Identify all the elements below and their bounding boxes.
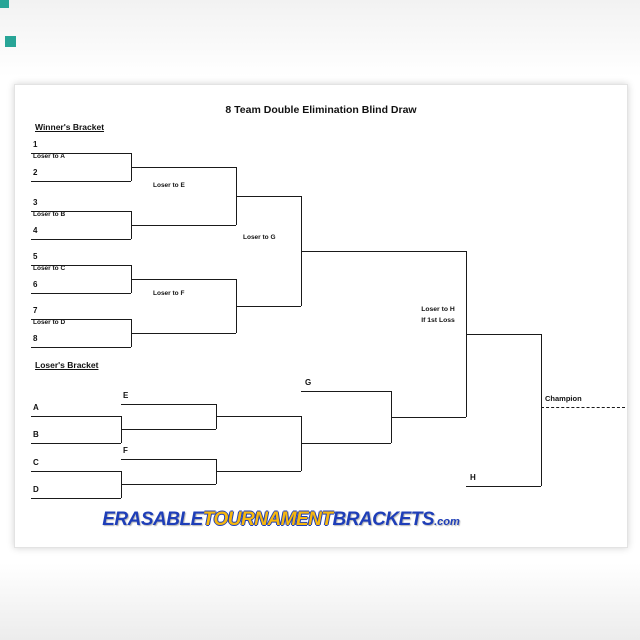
- loser-to-c-note: Loser to C: [33, 265, 66, 272]
- bracket-line: [31, 293, 131, 294]
- bracket-line: [31, 416, 121, 417]
- logo-com-text: .com: [434, 516, 460, 528]
- scan-artifact: [0, 0, 9, 8]
- scan-artifact: [5, 36, 16, 47]
- seed-4: 4: [33, 226, 38, 235]
- seed-6: 6: [33, 280, 38, 289]
- bracket-line: [131, 279, 236, 280]
- logo-brackets-text: BRACKETS: [332, 509, 435, 530]
- bracket-line: [236, 196, 301, 197]
- loser-slot-a: A: [33, 403, 39, 412]
- seed-8: 8: [33, 334, 38, 343]
- loser-slot-g: G: [305, 378, 312, 387]
- bracket-line: [301, 443, 391, 444]
- champion-label: Champion: [545, 394, 582, 403]
- loser-slot-e: E: [123, 391, 129, 400]
- loser-to-g-note: Loser to G: [243, 234, 276, 241]
- loser-slot-c: C: [33, 458, 39, 467]
- loser-to-a-note: Loser to A: [33, 153, 65, 160]
- bracket-line: [301, 391, 391, 392]
- bracket-line: [131, 225, 236, 226]
- bracket-line: [31, 498, 121, 499]
- bracket-line: [391, 417, 466, 418]
- bracket-line: [541, 334, 542, 486]
- bracket-line: [31, 181, 131, 182]
- loser-slot-d: D: [33, 485, 39, 494]
- if-first-loss-note: If 1st Loss: [421, 317, 455, 324]
- page-title: 8 Team Double Elimination Blind Draw: [225, 104, 417, 116]
- seed-2: 2: [33, 168, 38, 177]
- logo-erasable-text: ERASABLE: [102, 509, 203, 530]
- brand-logo: ERASABLETOURNAMENTBRACKETS.com: [31, 509, 531, 531]
- seed-7: 7: [33, 306, 38, 315]
- bracket-line: [121, 484, 216, 485]
- bracket-line: [466, 486, 541, 487]
- bracket-line: [31, 153, 131, 154]
- document-page: 8 Team Double Elimination Blind Draw Win…: [14, 84, 628, 548]
- loser-to-e-note: Loser to E: [153, 182, 185, 189]
- bracket-line: [131, 333, 236, 334]
- losers-bracket-label: Loser's Bracket: [35, 360, 99, 370]
- bracket-line: [31, 443, 121, 444]
- bracket-line: [216, 416, 301, 417]
- loser-to-d-note: Loser to D: [33, 319, 66, 326]
- bracket-line: [31, 239, 131, 240]
- bracket-line: [131, 167, 236, 168]
- loser-to-h-note: Loser to H: [421, 306, 455, 313]
- bracket-line: [121, 404, 216, 405]
- seed-3: 3: [33, 198, 38, 207]
- bracket-line: [31, 347, 131, 348]
- loser-to-b-note: Loser to B: [33, 211, 66, 218]
- bracket-line: [31, 319, 131, 320]
- loser-slot-b: B: [33, 430, 39, 439]
- champion-line: [541, 407, 625, 408]
- bracket-line: [466, 334, 541, 335]
- bracket-line: [301, 251, 466, 252]
- bracket-line: [31, 211, 131, 212]
- loser-slot-h: H: [470, 473, 476, 482]
- seed-5: 5: [33, 252, 38, 261]
- logo-tournament-text: TOURNAMENT: [202, 509, 333, 530]
- loser-to-f-note: Loser to F: [153, 290, 185, 297]
- seed-1: 1: [33, 140, 38, 149]
- bracket-line: [121, 459, 216, 460]
- bracket-line: [216, 471, 301, 472]
- bracket-line: [31, 471, 121, 472]
- bracket-line: [236, 306, 301, 307]
- bracket-line: [121, 429, 216, 430]
- winners-bracket-label: Winner's Bracket: [35, 122, 105, 132]
- bracket-line: [31, 265, 131, 266]
- loser-slot-f: F: [123, 446, 128, 455]
